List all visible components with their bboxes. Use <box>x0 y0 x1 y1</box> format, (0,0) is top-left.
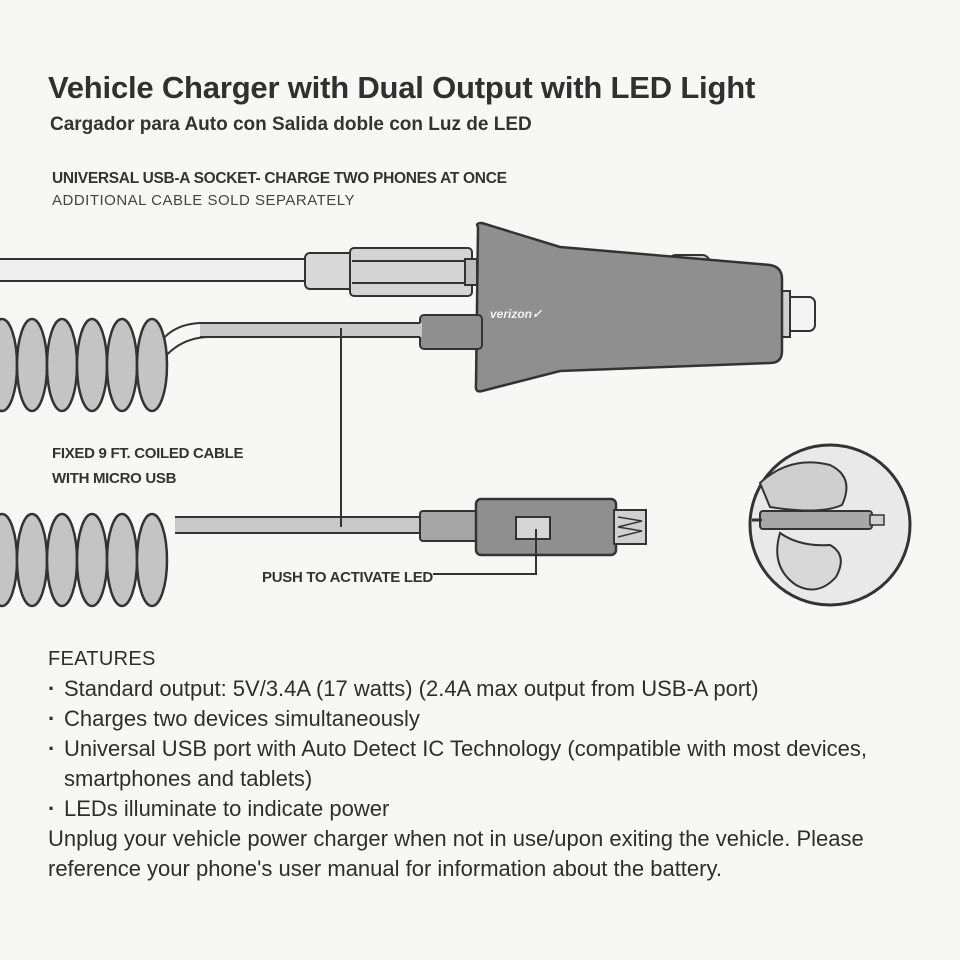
socket-heading: UNIVERSAL USB-A SOCKET- CHARGE TWO PHONE… <box>52 170 507 187</box>
micro-usb-connector-illustration <box>419 497 647 557</box>
feature-item: Standard output: 5V/3.4A (17 watts) (2.4… <box>48 674 938 704</box>
page-title: Vehicle Charger with Dual Output with LE… <box>48 70 756 105</box>
callout-coiled-cable: FIXED 9 FT. COILED CABLE WITH MICRO USB <box>52 441 243 491</box>
socket-note: ADDITIONAL CABLE SOLD SEPARATELY <box>52 192 356 209</box>
page-subtitle: Cargador para Auto con Salida doble con … <box>50 114 532 135</box>
callout-coiled-cable-line1: FIXED 9 FT. COILED CABLE <box>52 445 244 462</box>
product-diagram-svg: verizon✓ <box>0 221 912 608</box>
coiled-cable-illustration <box>0 314 483 413</box>
callout-led: PUSH TO ACTIVATE LED <box>262 565 433 590</box>
feature-item: Universal USB port with Auto Detect IC T… <box>48 734 938 794</box>
brand-logo: verizon✓ <box>490 307 543 321</box>
finger-pressing-button-icon <box>748 443 912 607</box>
car-charger-illustration: verizon✓ <box>474 221 816 393</box>
feature-item: LEDs illuminate to indicate power <box>48 794 938 824</box>
usage-note: Unplug your vehicle power charger when n… <box>48 826 864 881</box>
feature-list: Standard output: 5V/3.4A (17 watts) (2.4… <box>48 674 938 824</box>
features-heading: FEATURES <box>48 648 156 670</box>
features-section: FEATURES Standard output: 5V/3.4A (17 wa… <box>48 644 938 884</box>
product-diagram: verizon✓ <box>0 215 960 635</box>
feature-item: Charges two devices simultaneously <box>48 704 938 734</box>
usb-a-cable-illustration <box>0 247 478 297</box>
callout-coiled-cable-line2: WITH MICRO USB <box>52 470 177 487</box>
coiled-cable-lower-illustration <box>0 512 425 608</box>
